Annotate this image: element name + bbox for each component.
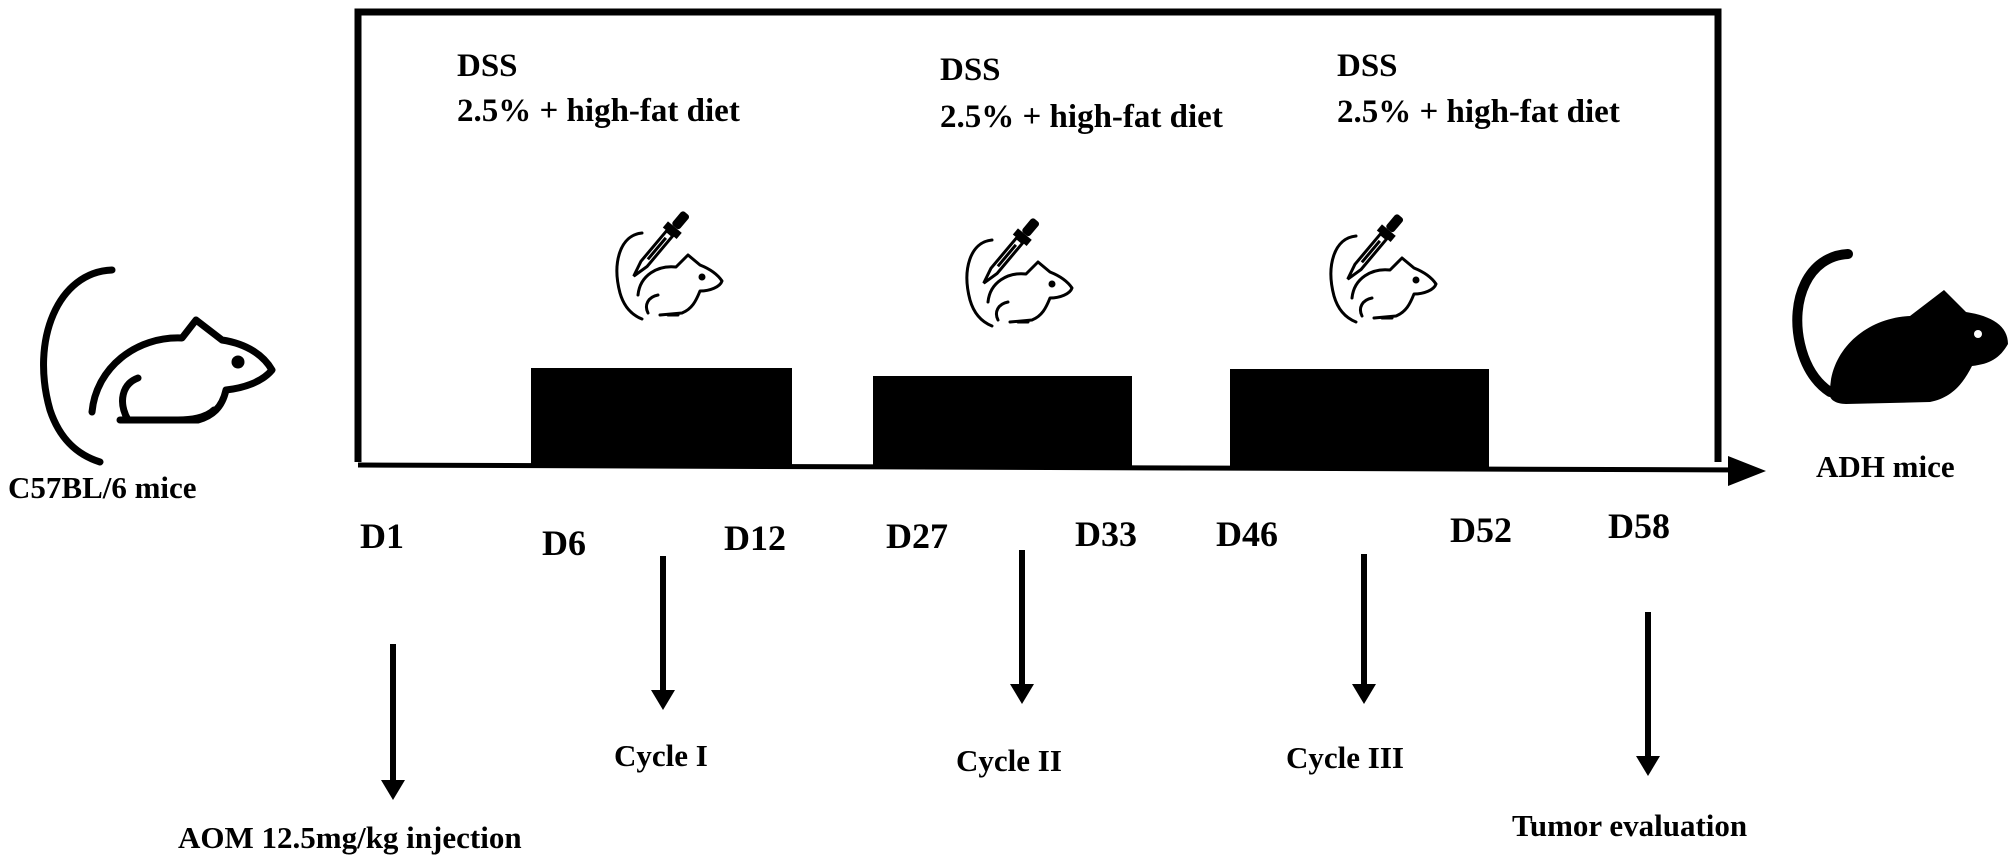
arrow-cycle-2-head	[1010, 684, 1034, 704]
injection-label: AOM 12.5mg/kg injection	[178, 820, 522, 855]
arrow-evaluation-head	[1636, 756, 1660, 776]
start-mouse-icon	[40, 266, 276, 466]
day-label-d1: D1	[360, 516, 404, 556]
day-label-d27: D27	[886, 516, 948, 556]
start-mice-label: C57BL/6 mice	[8, 470, 197, 505]
mouse-dropper-group-1	[615, 211, 724, 321]
dss-block-2	[873, 376, 1132, 468]
dss-block-1	[531, 368, 792, 466]
day-label-d6: D6	[542, 523, 586, 563]
block-1-line-1: DSS	[457, 48, 518, 84]
block-2-line-2: 2.5% + high-fat diet	[940, 99, 1223, 135]
block-3-line-2: 2.5% + high-fat diet	[1337, 94, 1620, 130]
arrow-cycle-1-head	[651, 690, 675, 710]
block-2-line-1: DSS	[940, 52, 1001, 88]
dropper-icon	[1346, 214, 1404, 281]
mouse-outline-icon	[615, 231, 724, 321]
cycle-label-2: Cycle II	[956, 743, 1062, 778]
day-label-d12: D12	[724, 518, 786, 558]
day-label-d46: D46	[1216, 514, 1278, 554]
end-mice-label: ADH mice	[1816, 449, 1955, 484]
mouse-dropper-group-3	[1329, 214, 1438, 324]
block-1-line-2: 2.5% + high-fat diet	[457, 93, 740, 129]
dropper-icon	[982, 218, 1040, 285]
dropper-icon	[632, 211, 690, 278]
end-mouse-icon	[1792, 249, 2008, 404]
cycle-label-1: Cycle I	[614, 738, 708, 773]
mouse-dropper-group-2	[965, 218, 1074, 328]
treatment-frame	[354, 8, 1722, 462]
block-3-line-1: DSS	[1337, 48, 1398, 84]
evaluation-label: Tumor evaluation	[1512, 808, 1748, 843]
dss-block-3	[1230, 369, 1489, 469]
day-label-d58: D58	[1608, 506, 1670, 546]
day-label-d52: D52	[1450, 510, 1512, 550]
arrow-cycle-3-head	[1352, 684, 1376, 704]
mouse-outline-icon	[1329, 234, 1438, 324]
cycle-label-3: Cycle III	[1286, 740, 1404, 775]
mouse-outline-icon	[965, 238, 1074, 328]
arrow-injection-head	[381, 780, 405, 800]
day-label-d33: D33	[1075, 514, 1137, 554]
timeline-arrowhead	[1728, 456, 1766, 486]
